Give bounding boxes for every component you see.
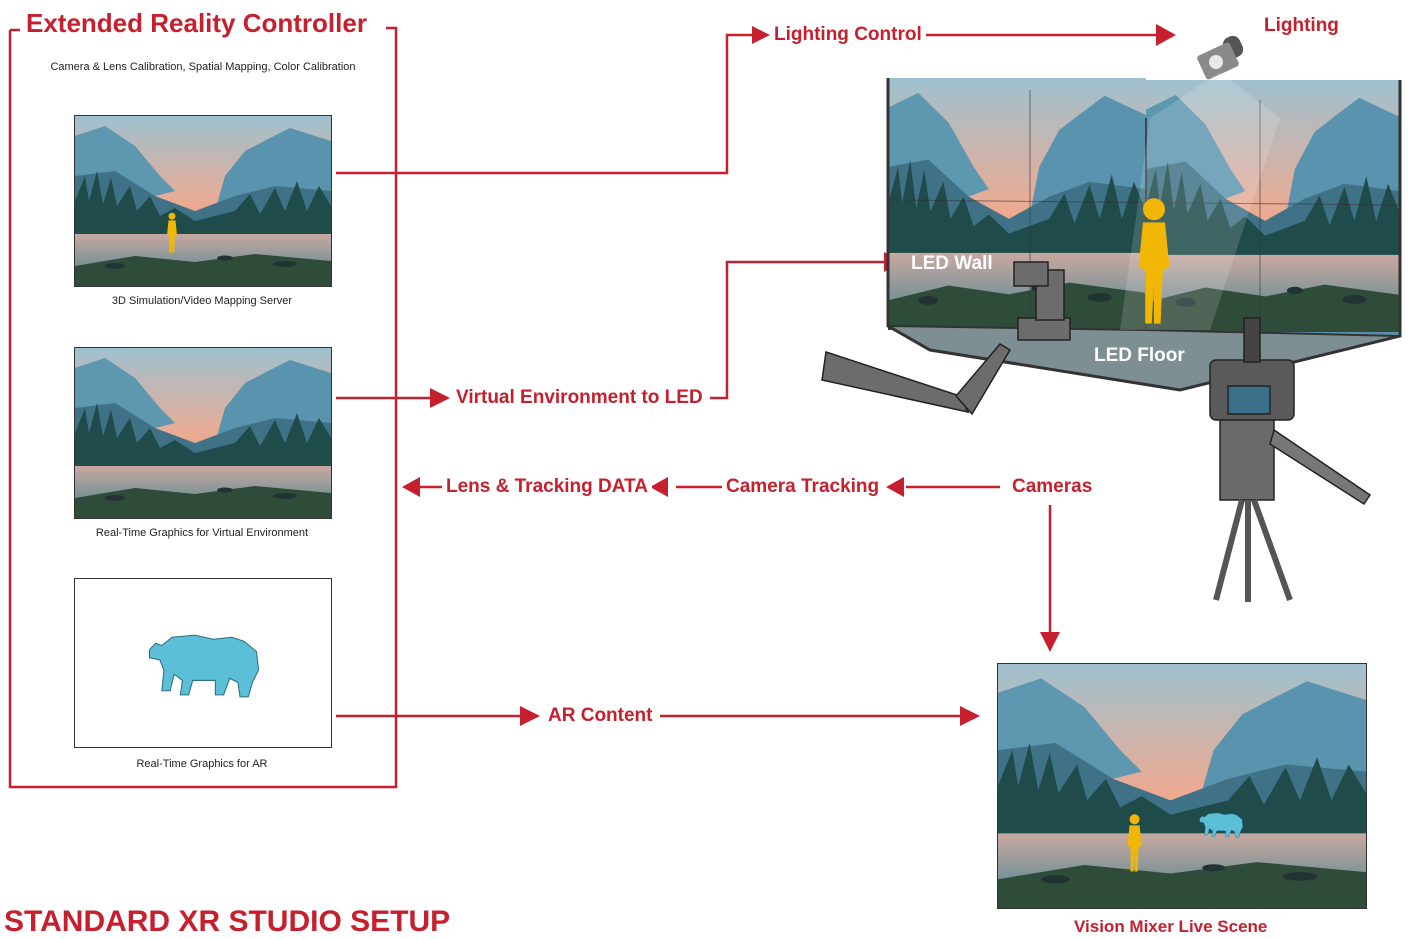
lens-tracking-label: Lens & Tracking DATA [442,476,652,498]
lighting-label: Lighting [1260,15,1343,37]
landscape-image [75,348,331,518]
bear-icon [141,629,265,701]
ar-content-label: AR Content [544,705,657,727]
controller-title: Extended Reality Controller [22,8,371,39]
panel-caption: 3D Simulation/Video Mapping Server [111,295,293,307]
led-stage [886,72,1402,392]
lighting-control-label: Lighting Control [770,24,926,46]
cameras-label: Cameras [1008,476,1097,498]
panel-caption: Real-Time Graphics for AR [136,758,268,770]
virtual-environment-panel [74,347,332,519]
camera-tracking-label: Camera Tracking [722,476,884,498]
controller-bracket [8,26,398,789]
lighting-control-line [336,33,752,175]
light-fixture-icon [1197,35,1244,80]
virtual-env-label: Virtual Environment to LED [452,387,707,409]
crane-camera-icon [821,261,1071,416]
controller-subtitle: Camera & Lens Calibration, Spatial Mappi… [50,61,356,73]
led-floor-label: LED Floor [1094,345,1185,366]
simulation-server-panel [74,115,332,287]
output-caption: Vision Mixer Live Scene [1070,917,1272,937]
tripod-camera-icon [1209,317,1372,602]
ar-graphics-panel [74,578,332,748]
page-title: STANDARD XR STUDIO SETUP [4,905,451,939]
landscape-image [75,116,331,286]
landscape-image [998,664,1366,908]
led-wall-label: LED Wall [911,253,993,274]
vision-mixer-scene [997,663,1367,909]
panel-caption: Real-Time Graphics for Virtual Environme… [95,527,309,539]
